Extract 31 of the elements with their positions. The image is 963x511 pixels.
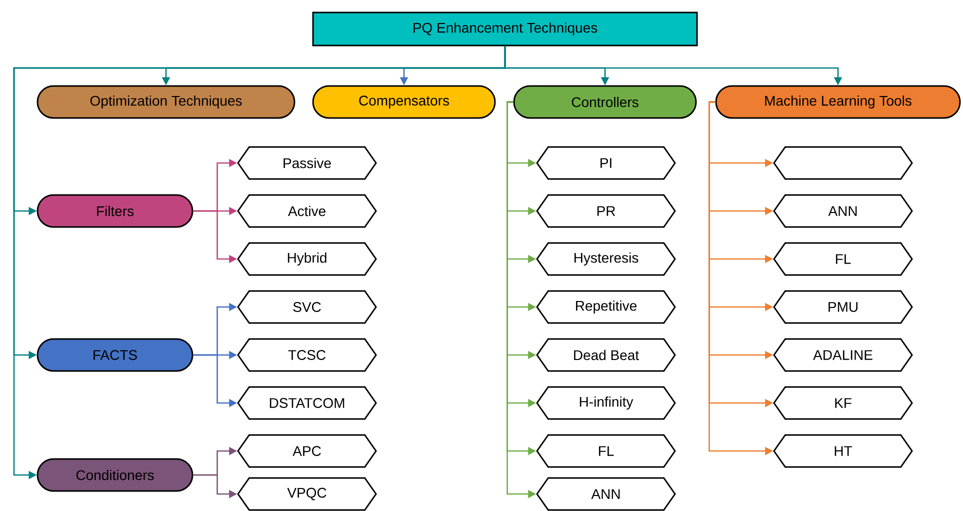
category-box: FACTS [36,338,194,372]
category-box: Controllers [513,85,697,119]
technique-hexagon: Hysteresis [536,242,676,276]
technique-hexagon: H-infinity [536,386,676,420]
technique-hexagon: Active [237,194,377,228]
technique-hexagon: FL [536,434,676,468]
technique-hexagon: PR [536,194,676,228]
category-box: Machine Learning Tools [715,85,961,119]
technique-hexagon: PMU [773,290,913,324]
technique-hexagon: APC [237,434,377,468]
technique-hexagon: ANN [773,194,913,228]
technique-hexagon: Passive [237,146,377,180]
technique-hexagon: Dead Beat [536,338,676,372]
technique-hexagon: TCSC [237,338,377,372]
title-box: PQ Enhancement Techniques [312,12,698,46]
technique-hexagon: SVC [237,290,377,324]
technique-hexagon: DSTATCOM [237,386,377,420]
technique-hexagon: ADALINE [773,338,913,372]
technique-hexagon: VPQC [237,477,377,511]
category-box: Conditioners [36,458,194,492]
technique-hexagon: Hybrid [237,242,377,276]
technique-hexagon: ANN [536,477,676,511]
technique-hexagon: PI [536,146,676,180]
technique-hexagon: FL [773,242,913,276]
technique-hexagon [773,146,913,180]
category-box: Optimization Techniques [36,85,296,119]
technique-hexagon: KF [773,386,913,420]
technique-hexagon: Repetitive [536,290,676,324]
technique-hexagon: HT [773,434,913,468]
category-box: Filters [36,194,194,228]
category-box: Compensators [312,85,496,119]
